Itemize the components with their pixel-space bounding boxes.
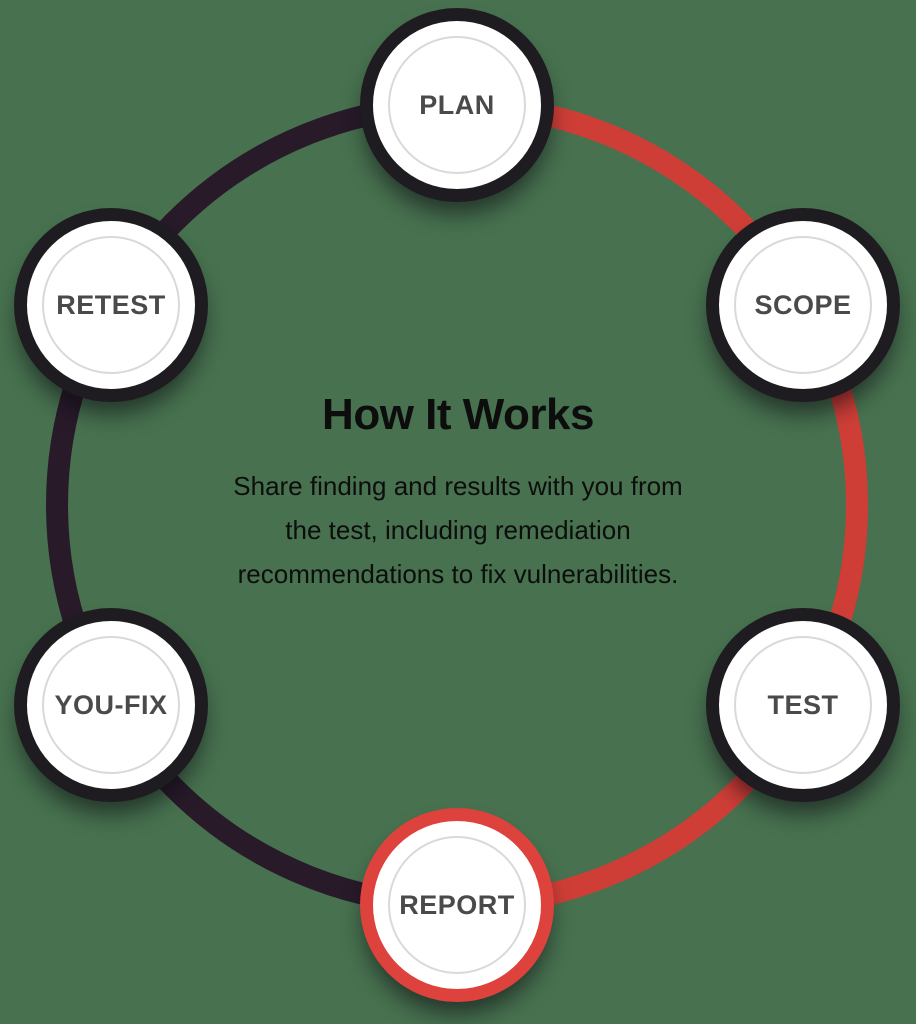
process-node-plan: PLAN <box>360 8 554 202</box>
node-inner-ring: REPORT <box>388 836 526 974</box>
description-line: recommendations to fix vulnerabilities. <box>237 559 679 589</box>
node-label-you-fix: YOU-FIX <box>54 689 168 720</box>
center-text-block: How It Works Share finding and results w… <box>138 390 778 596</box>
node-label-plan: PLAN <box>419 89 495 120</box>
diagram-title: How It Works <box>322 390 594 439</box>
process-node-report: REPORT <box>360 808 554 1002</box>
description-line: the test, including remediation <box>285 515 631 545</box>
node-inner-ring: YOU-FIX <box>42 636 180 774</box>
node-label-scope: SCOPE <box>754 289 852 320</box>
process-node-test: TEST <box>706 608 900 802</box>
description-line: Share finding and results with you from <box>233 471 683 501</box>
node-label-test: TEST <box>767 689 839 720</box>
node-inner-ring: PLAN <box>388 36 526 174</box>
node-inner-ring: SCOPE <box>734 236 872 374</box>
node-label-retest: RETEST <box>56 289 166 320</box>
node-inner-ring: RETEST <box>42 236 180 374</box>
node-inner-ring: TEST <box>734 636 872 774</box>
process-node-retest: RETEST <box>14 208 208 402</box>
ring-arc-red <box>456 94 868 916</box>
process-node-you-fix: YOU-FIX <box>14 608 208 802</box>
diagram-description: Share finding and results with you from … <box>138 464 778 596</box>
process-node-scope: SCOPE <box>706 208 900 402</box>
node-label-report: REPORT <box>399 889 515 920</box>
ring-arc-dark <box>46 94 458 916</box>
